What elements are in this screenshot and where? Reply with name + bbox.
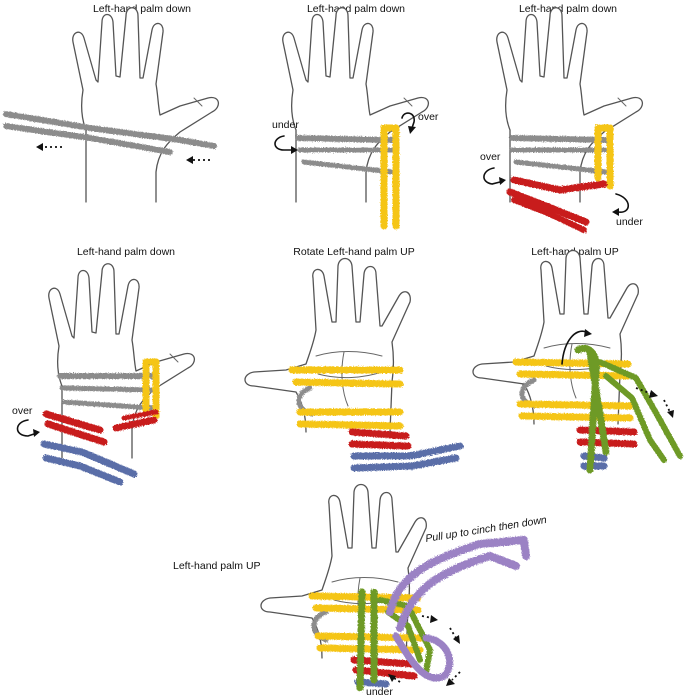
under-arrow-icon [612, 193, 630, 216]
left-hand-palm-up-drawing [472, 249, 639, 425]
left-hand-palm-up-drawing [260, 483, 427, 659]
push-down-left-arrow [446, 671, 461, 686]
step-2-title: Left-hand palm down [307, 3, 405, 15]
yellow-cord [594, 124, 614, 190]
under-arrow [388, 674, 401, 683]
yellow-cord [380, 124, 400, 230]
yellow-cord [142, 358, 160, 420]
pull-down-arrow [449, 627, 460, 644]
over-arrow-icon [401, 112, 416, 134]
green-cord [574, 345, 610, 474]
step-7-panel: Left-hand palm UP Pull up to cinch then … [173, 483, 548, 698]
step-5-title: Rotate Left-hand palm UP [293, 246, 414, 258]
push-left-arrow [186, 156, 210, 164]
red-cord [348, 428, 412, 450]
under-label: under [272, 119, 299, 131]
under-arrow-icon [274, 135, 298, 154]
gray-cord [3, 111, 217, 149]
pull-right-arrow [421, 615, 438, 623]
step-1-panel: Left-hand palm down [3, 3, 220, 203]
step-5-panel: Rotate Left-hand palm UP [244, 246, 464, 472]
blue-cord [40, 440, 138, 486]
red-cord [506, 176, 608, 226]
left-hand-palm-down-drawing [72, 7, 220, 203]
pull-right-arrow [635, 387, 658, 398]
pull-down-arrow [663, 399, 674, 418]
step-4-title: Left-hand palm down [77, 246, 175, 258]
step-1-title: Left-hand palm down [93, 3, 191, 15]
gray-cord [295, 135, 395, 143]
under-label: under [366, 686, 393, 698]
over-label: over [418, 111, 439, 123]
over-arrow-icon [16, 419, 40, 437]
blue-cord [350, 442, 464, 472]
over-loop-arrow-icon [561, 329, 592, 365]
red-cord [42, 410, 158, 446]
purple-cord [386, 536, 530, 632]
left-hand-palm-down-drawing [282, 7, 430, 203]
step-7-title: Left-hand palm UP [173, 560, 261, 572]
pull-left-arrow [36, 143, 62, 151]
step-3-title: Left-hand palm down [519, 3, 617, 15]
step-2-panel: Left-hand palm down under over [272, 3, 439, 230]
gray-cord [509, 135, 609, 143]
over-arrow-icon [483, 167, 506, 185]
green-cord [356, 588, 378, 692]
step-6-panel: Left-hand palm UP [472, 246, 683, 474]
left-hand-palm-down-drawing [496, 7, 644, 203]
yellow-cord [288, 366, 404, 388]
under-label: under [616, 216, 643, 228]
over-label: over [480, 151, 501, 163]
step-3-panel: Left-hand palm down over under [480, 3, 644, 233]
over-label: over [12, 405, 33, 417]
left-hand-palm-up-drawing [244, 257, 411, 433]
step-4-panel: Left-hand palm down over [12, 246, 196, 486]
